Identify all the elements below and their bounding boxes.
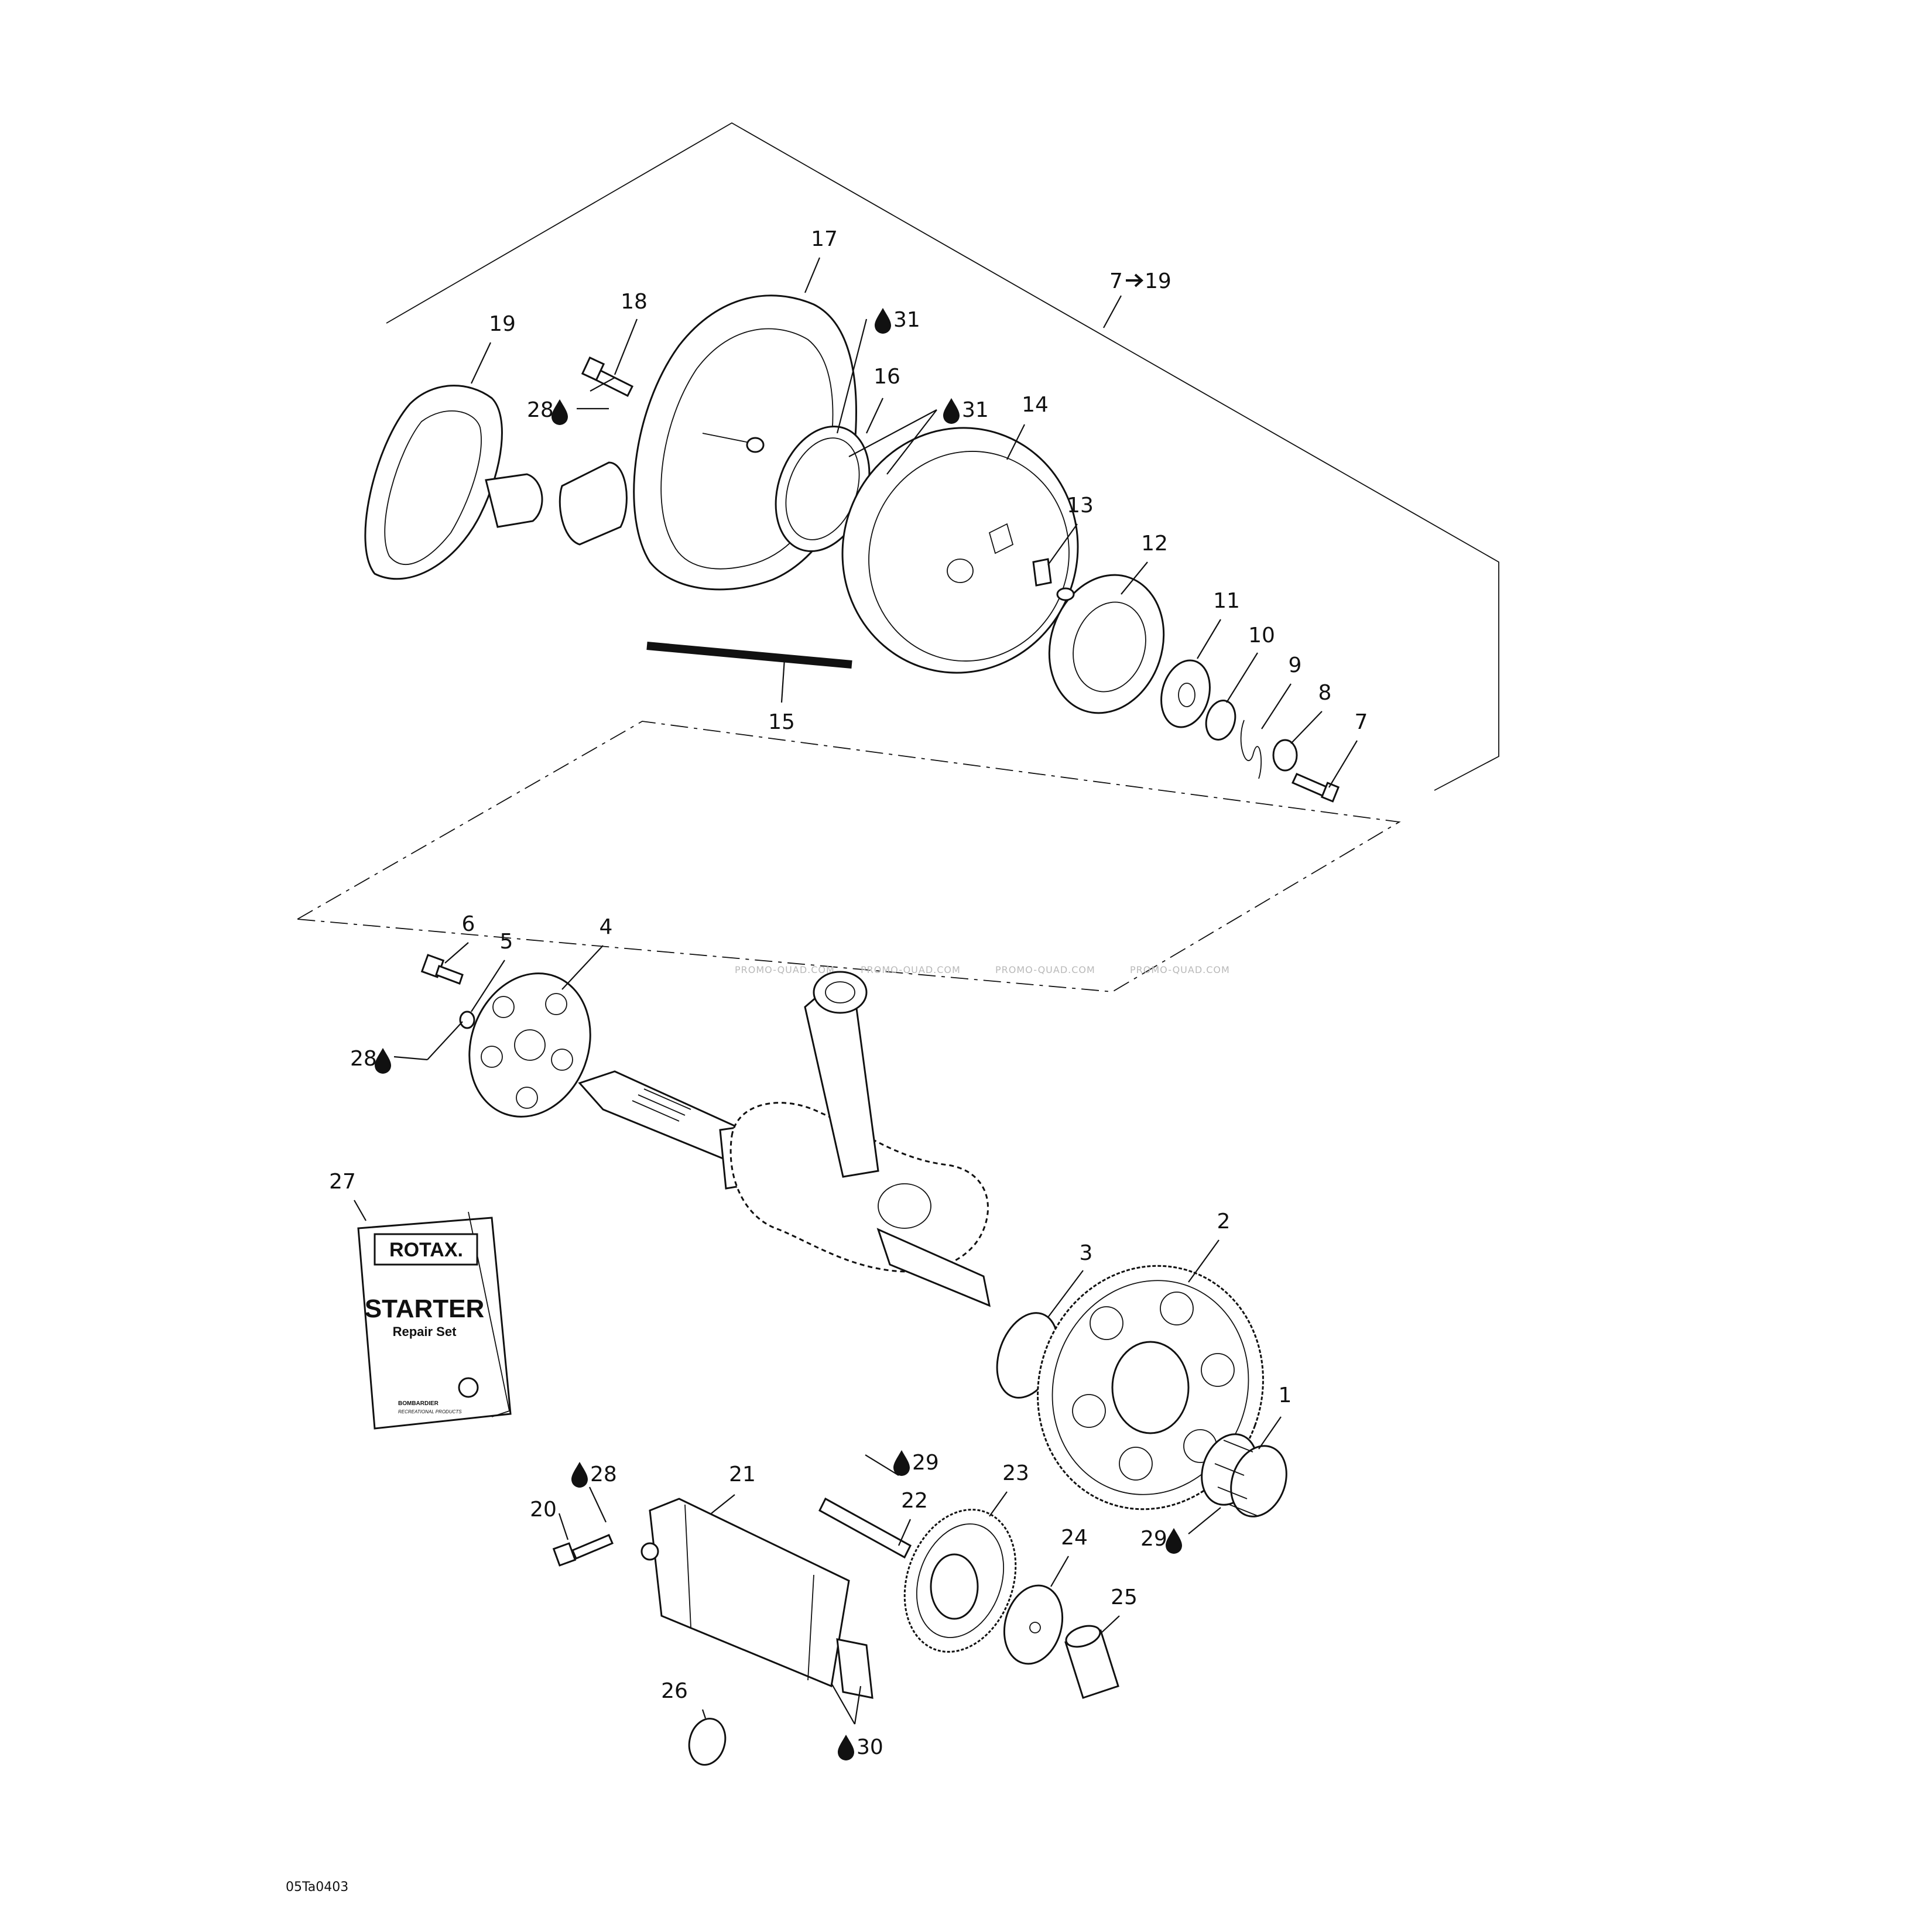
lubricant-drop-icon: [943, 398, 960, 424]
lubricant-drop-icon: [1166, 1528, 1182, 1554]
callout-27: 27: [329, 1170, 356, 1194]
booklet-subtitle: Repair Set: [393, 1324, 457, 1339]
crankshaft: [578, 971, 991, 1307]
upper-assembly-bracket: [386, 122, 1499, 791]
part-bolt-20: [552, 1534, 614, 1567]
drawing-code: 05Ta0403: [286, 1880, 348, 1895]
lube-callout-29-a: 29: [912, 1451, 939, 1475]
lube-callout-29-b: 29: [1140, 1527, 1167, 1551]
part-pin-22: [818, 1497, 912, 1559]
callout-7: 7: [1355, 710, 1368, 734]
lubricant-drop-icon: [571, 1462, 588, 1488]
callout-2: 2: [1217, 1210, 1231, 1234]
callout-6: 6: [462, 912, 475, 936]
part-starter-rope: [646, 642, 852, 669]
callout-14: 14: [1022, 393, 1049, 417]
part-bushing: [1064, 1625, 1119, 1699]
callout-3: 3: [1080, 1241, 1093, 1265]
part-rewind-handle: [364, 385, 543, 580]
callout-12: 12: [1141, 532, 1168, 556]
booklet-title: STARTER: [365, 1294, 485, 1323]
lube-callout-28-c: 28: [590, 1462, 617, 1486]
callout-16: 16: [873, 365, 900, 389]
callout-21: 21: [729, 1462, 756, 1486]
callout-4: 4: [600, 915, 613, 939]
part-starter-drive-plate: [468, 972, 591, 1118]
callout-19: 19: [489, 312, 516, 336]
callout-9: 9: [1289, 653, 1302, 677]
callout-20: 20: [530, 1498, 557, 1522]
part-screw-7: [1291, 773, 1340, 803]
watermark-text: PROMO-QUAD.COM: [735, 964, 835, 975]
lubricant-drop-icon: [838, 1735, 854, 1760]
crankshaft-connection-bracket: [297, 721, 1401, 992]
callout-1: 1: [1279, 1383, 1292, 1407]
lube-callout-28-a: 28: [527, 398, 554, 422]
watermark-row: PROMO-QUAD.COM PROMO-QUAD.COM PROMO-QUAD…: [735, 964, 1230, 975]
callout-15: 15: [768, 710, 795, 734]
part-washer-8: [1272, 739, 1298, 772]
callout-labels: 1 2 3 4 5 6 7 8 9 10 11 12 13 14 15 16 1…: [329, 227, 1368, 1703]
callout-13: 13: [1067, 494, 1094, 518]
callout-8: 8: [1318, 681, 1332, 705]
callout-11: 11: [1213, 589, 1240, 613]
part-bolt-18: [581, 356, 634, 398]
part-pawl-plate: [1048, 574, 1165, 714]
booklet-maker-line2: RECREATIONAL PRODUCTS: [398, 1409, 462, 1414]
part-spring-clip: [1240, 720, 1262, 779]
lubricant-drop-icon: [893, 1450, 910, 1476]
watermark-text: PROMO-QUAD.COM: [995, 964, 1095, 975]
part-bolt-6: [420, 954, 464, 985]
callout-22: 22: [901, 1489, 928, 1513]
group-range-from: 7: [1109, 269, 1123, 293]
callout-26: 26: [661, 1679, 688, 1703]
part-needle-bearing: [1201, 1433, 1287, 1517]
lube-callout-31-a: 31: [893, 308, 920, 332]
part-pawl: [1032, 558, 1052, 587]
callout-25: 25: [1111, 1585, 1138, 1609]
lube-callout-31-b: 31: [962, 398, 989, 422]
lube-callout-30: 30: [857, 1735, 883, 1759]
lube-callout-28-b: 28: [350, 1047, 377, 1071]
callout-18: 18: [621, 290, 648, 314]
part-washer-5: [459, 1010, 475, 1029]
group-range-to: 19: [1145, 269, 1171, 293]
arrow-right-icon: [1126, 273, 1143, 287]
callout-23: 23: [1002, 1461, 1029, 1485]
part-washer-24: [1003, 1584, 1064, 1665]
lubricant-callouts: 31 31 28 28 28 29 29 30: [350, 308, 1182, 1760]
lubricant-drop-icon: [875, 308, 891, 334]
watermark-text: PROMO-QUAD.COM: [1130, 964, 1230, 975]
watermark-text: PROMO-QUAD.COM: [861, 964, 961, 975]
part-collar: [1205, 700, 1236, 741]
part-starter-ring-gear: [1037, 1265, 1264, 1510]
leader-lines: [354, 257, 1358, 1725]
lubricant-drop-icon: [375, 1048, 391, 1074]
part-rope-pulley: [841, 427, 1079, 674]
booklet-maker-line1: BOMBARDIER: [398, 1400, 439, 1407]
callout-17: 17: [811, 227, 838, 251]
part-friction-washer: [1160, 659, 1211, 728]
callout-5: 5: [500, 930, 513, 954]
callout-24: 24: [1061, 1526, 1088, 1550]
booklet-brand: ROTAX.: [389, 1239, 463, 1261]
part-o-ring-26: [688, 1718, 727, 1766]
repair-set-booklet: ROTAX. STARTER Repair Set BOMBARDIER REC…: [357, 1211, 512, 1430]
callout-10: 10: [1248, 624, 1275, 648]
part-electric-starter-motor: [640, 1498, 873, 1699]
part-idler-gear: [903, 1509, 1017, 1653]
lubricant-drop-icon: [551, 399, 568, 425]
